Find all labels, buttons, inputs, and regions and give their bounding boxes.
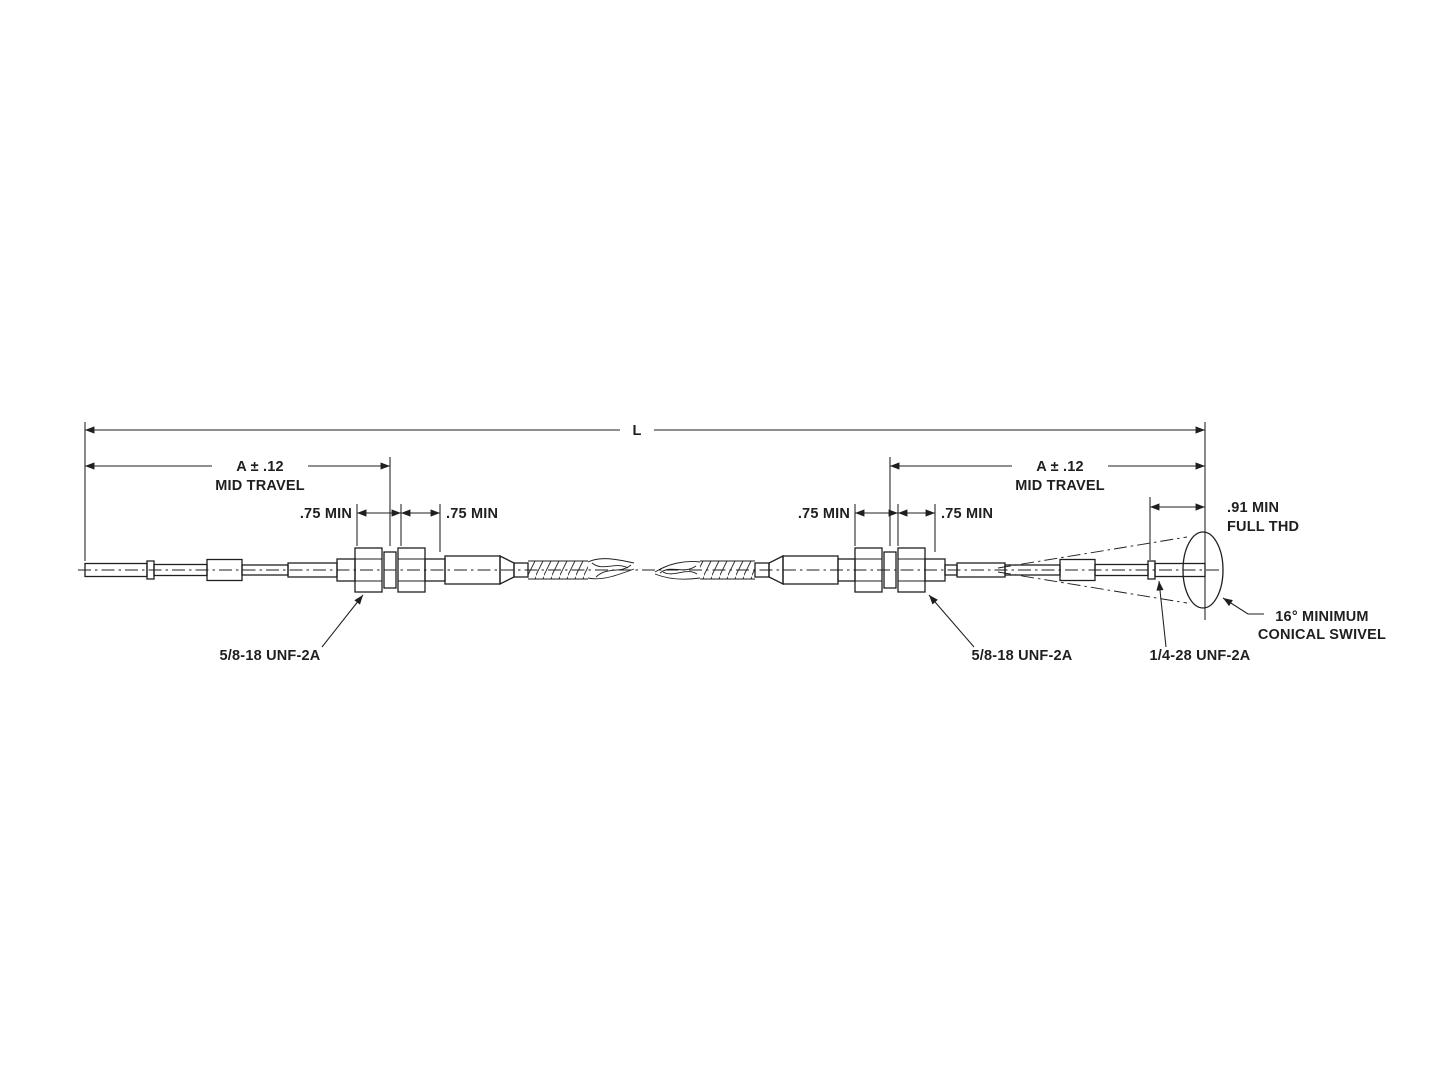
dim-label-mid-travel-left: MID TRAVEL [215,478,305,494]
dim-label-75min-left-outer: .75 MIN [300,506,352,522]
flexible-conduit [528,561,588,579]
callout-bulkhead-thread-left: 5/8-18 UNF-2A [220,648,321,664]
broken-cable-end [654,561,701,580]
dim-label-75min-left-inner: .75 MIN [446,506,498,522]
dim-label-mid-travel-right-value: A ± .12 [1036,459,1084,475]
dim-label-75min-right-inner: .75 MIN [798,506,850,522]
hex-nut [354,547,383,593]
leader-lines [321,580,1264,648]
conical-swivel [997,531,1224,609]
dim-label-full-thread: FULL THD [1227,519,1299,535]
flexible-conduit [700,561,755,579]
broken-cable-end [587,558,635,580]
dim-label-mid-travel-left-value: A ± .12 [236,459,284,475]
hex-nut [854,547,883,593]
cable-assembly-right [654,547,1206,593]
callout-swivel-line2: CONICAL SWIVEL [1258,627,1386,643]
threaded-rod-end-right [1154,562,1206,578]
cable-assembly-left [84,547,635,593]
conical-swivel-ellipse [1182,531,1224,609]
callout-swivel-line1: 16° MINIMUM [1275,609,1368,625]
washer [883,551,897,589]
dim-label-overall-length: L [632,423,641,439]
callout-bulkhead-thread-right: 5/8-18 UNF-2A [972,648,1073,664]
callout-rod-end-thread: 1/4-28 UNF-2A [1150,648,1251,664]
dim-label-mid-travel-right: MID TRAVEL [1015,478,1105,494]
washer [383,551,397,589]
extension-lines [84,422,1206,620]
dim-label-full-thread-value: .91 MIN [1227,500,1279,516]
dim-label-75min-right-outer: .75 MIN [941,506,993,522]
